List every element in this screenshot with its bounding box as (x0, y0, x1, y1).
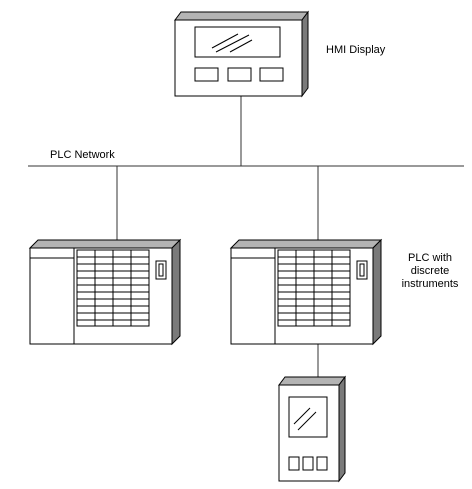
instrument-side-face (338, 375, 346, 483)
label-line: instruments (401, 278, 459, 290)
label-line: PLC with (407, 252, 453, 264)
hmi-button (227, 67, 252, 82)
hmi-button (259, 67, 284, 82)
plc-rack-left (28, 238, 182, 346)
hmi-display-label: HMI Display (326, 44, 386, 56)
plc-top-face (229, 239, 383, 249)
plc-side-face (372, 238, 382, 346)
plc-io-grid (76, 249, 150, 327)
instrument-screen (288, 396, 328, 438)
hmi-screen-glare (211, 33, 239, 49)
hmi-top-face (174, 11, 309, 21)
handheld-instrument (278, 375, 346, 483)
instrument-button (302, 456, 314, 471)
connections (28, 96, 464, 377)
label-line: discrete (410, 265, 450, 277)
plc-with-instruments-label: PLC with discrete instruments (398, 252, 462, 291)
instrument-screen-glare (297, 411, 317, 431)
hmi-screen (194, 26, 281, 58)
instrument-screen-glare (293, 407, 311, 425)
plc-cpu-slot-inner (158, 263, 164, 277)
plc-network-label: PLC Network (50, 149, 115, 161)
instrument-button (316, 456, 328, 471)
hmi-screen-glare (215, 34, 250, 53)
plc-cpu-slot-inner (359, 263, 365, 277)
hmi-side-face (301, 10, 309, 98)
instrument-top-face (278, 376, 346, 386)
hmi-button (194, 67, 219, 82)
instrument-button (288, 456, 300, 471)
plc-top-face (28, 239, 182, 249)
plc-io-grid (277, 249, 351, 327)
hmi-display (174, 10, 309, 98)
plc-rack-right (229, 238, 383, 346)
hmi-screen-glare (229, 39, 253, 53)
plc-side-face (171, 238, 181, 346)
